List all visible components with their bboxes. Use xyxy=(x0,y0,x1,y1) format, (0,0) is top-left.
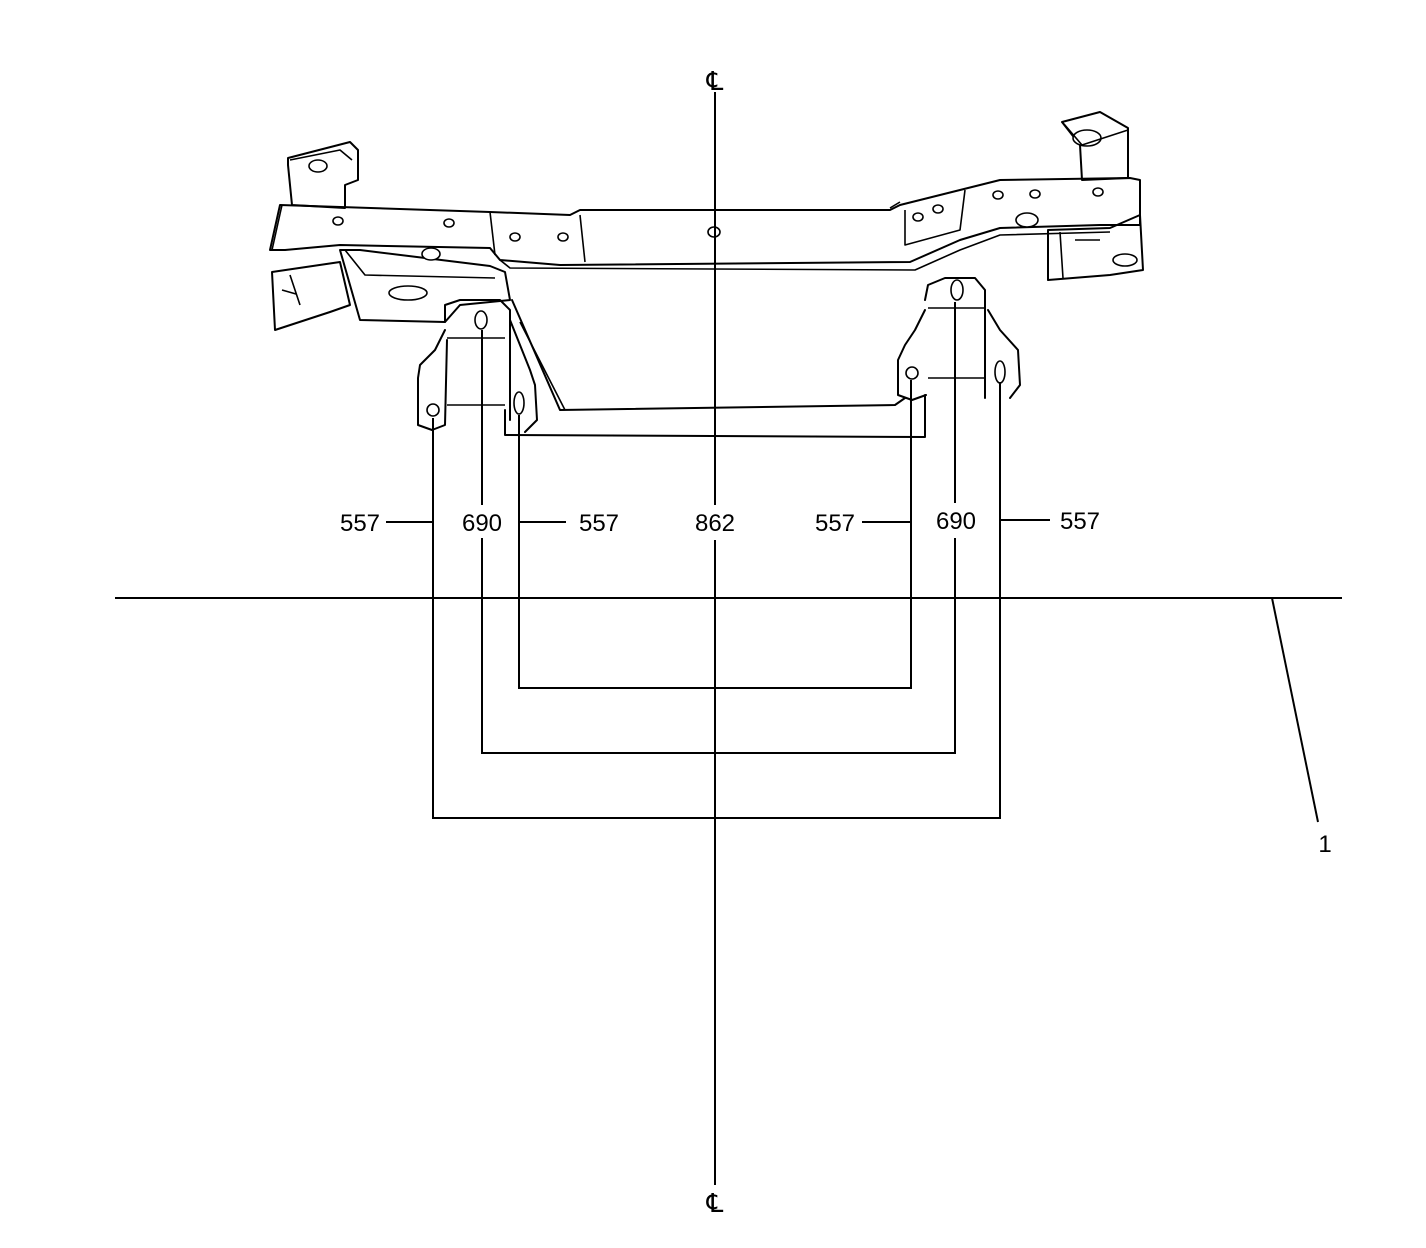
dim-label-inner-right: 557 xyxy=(815,510,855,537)
dim-label-outer-left: 557 xyxy=(340,510,380,537)
dim-label-center: 862 xyxy=(695,510,735,537)
reference-plane: 1 xyxy=(115,597,1342,858)
front-frame-cradle xyxy=(269,111,1144,438)
reference-plane-callout: 1 xyxy=(1318,831,1331,858)
dim-label-inner-left: 557 xyxy=(579,510,619,537)
dimension-labels: 557 690 557 862 557 690 557 xyxy=(340,503,1100,538)
centerline-symbol-bottom: ℄ xyxy=(706,1188,724,1218)
dim-label-middle-left: 690 xyxy=(462,510,502,537)
dimension-lines xyxy=(386,302,1050,819)
centerline-symbol-top: ℄ xyxy=(706,66,724,96)
dim-label-middle-right: 690 xyxy=(936,508,976,535)
dim-label-outer-right: 557 xyxy=(1060,508,1100,535)
centerline: ℄ ℄ xyxy=(706,66,724,1218)
